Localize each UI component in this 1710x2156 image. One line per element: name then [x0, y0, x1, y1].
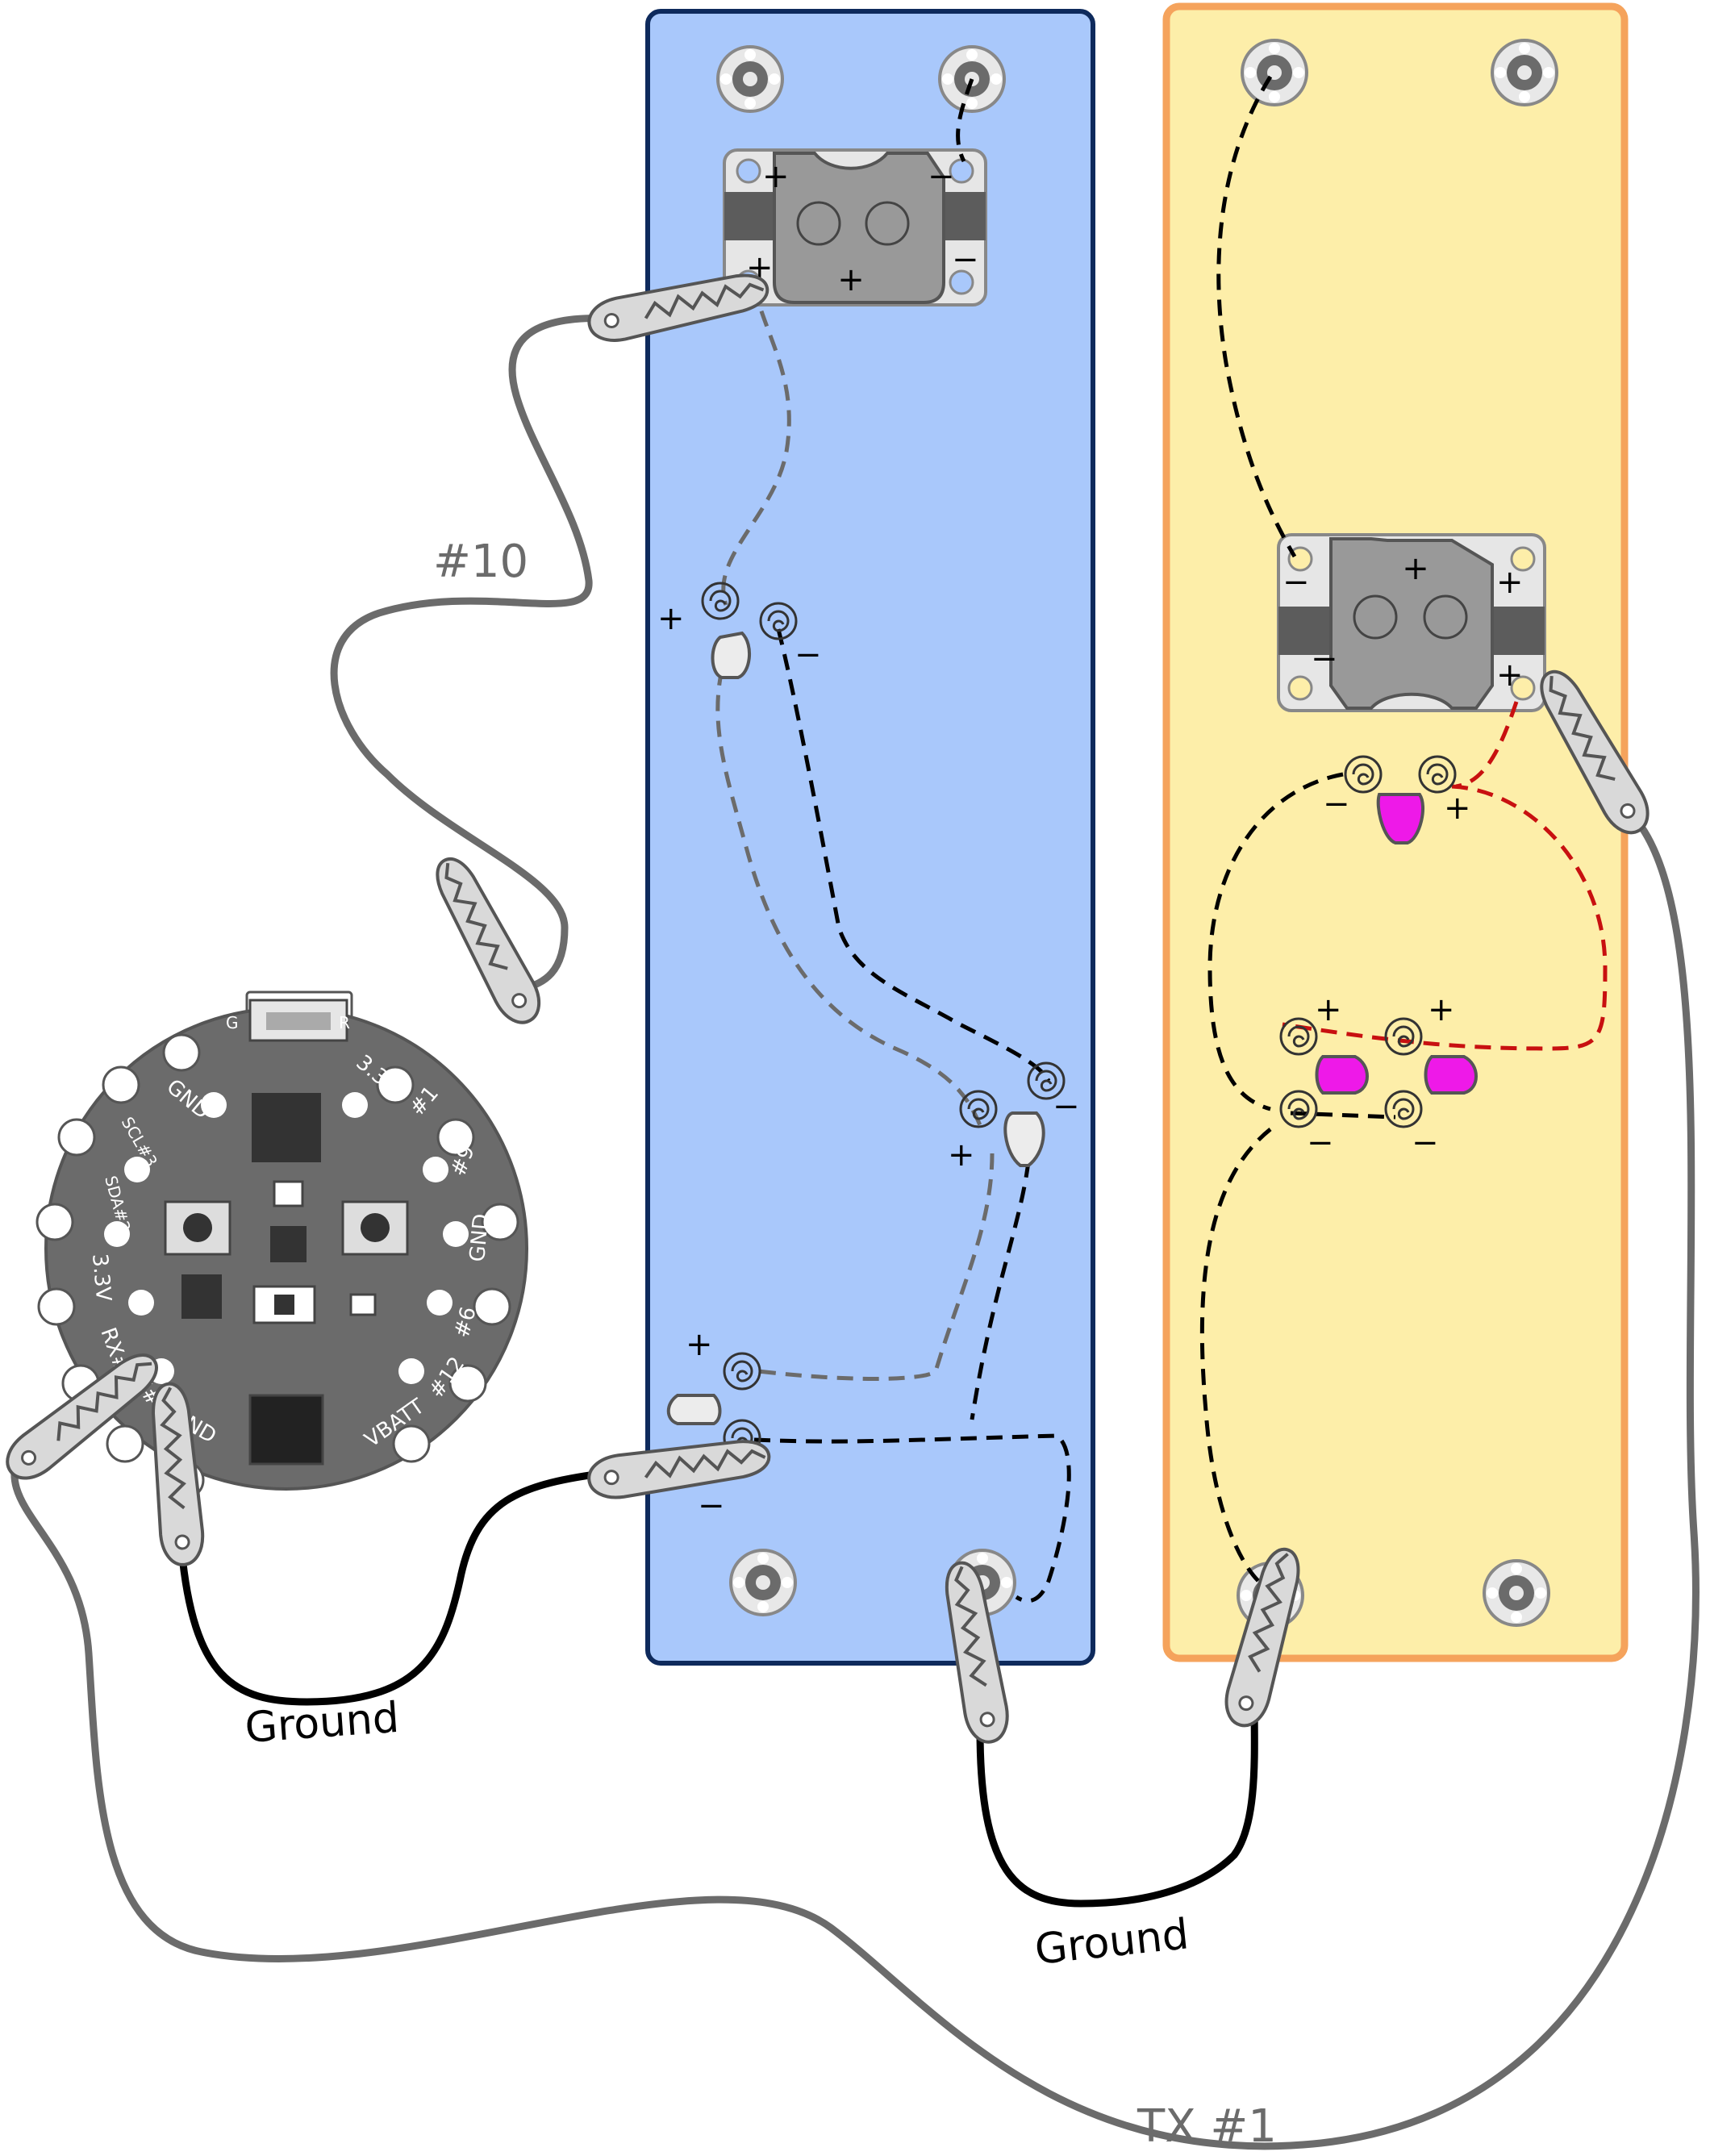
circuit-playground-board: G R — [35, 990, 528, 1499]
snap-icon — [729, 1549, 797, 1616]
snap-icon — [716, 45, 784, 113]
led-blue-bottom: + − — [666, 1326, 761, 1524]
battery-minus-label: − — [928, 158, 955, 195]
wire-label-pin10: #10 — [433, 536, 528, 588]
battery-holder-blue: + + − − + — [723, 148, 987, 307]
led-minus-label: − — [1053, 1088, 1080, 1125]
battery-plus-label: + — [1496, 657, 1524, 694]
led-pink-top: − + — [1323, 755, 1471, 844]
battery-plus-label: + — [837, 261, 865, 298]
led-minus-label: − — [698, 1487, 725, 1524]
wire-tx1 — [10, 799, 1700, 2150]
led-minus-label: − — [1412, 1124, 1439, 1161]
led-minus-label: − — [1307, 1124, 1334, 1161]
snap-icon — [1241, 39, 1308, 106]
led-plus-label: + — [657, 600, 685, 637]
pin-gnd-right-label: GND — [465, 1213, 494, 1263]
led-plus-label: + — [1444, 790, 1471, 827]
snap-icon — [1483, 1559, 1550, 1627]
wire-label-ground-left: Ground — [244, 1694, 401, 1753]
led-blue-top: + − — [657, 582, 822, 679]
blue-panel — [645, 9, 1095, 1666]
wire-ground-left — [177, 1468, 614, 1706]
led-plus-label: + — [686, 1326, 713, 1363]
battery-minus-label: − — [1282, 564, 1310, 601]
pin-r-label: R — [339, 1013, 350, 1032]
snap-icon — [1491, 39, 1558, 106]
led-plus-label: + — [948, 1136, 975, 1174]
wire-label-tx1: TX #1 — [1137, 2100, 1277, 2153]
wire-pin10 — [330, 314, 614, 996]
battery-minus-label: − — [1311, 640, 1338, 678]
wire-ground-bottom — [976, 1701, 1258, 1908]
battery-minus-label: − — [952, 241, 979, 278]
led-plus-label: + — [1428, 991, 1455, 1028]
led-minus-label: − — [795, 636, 822, 673]
led-blue-mid: + − — [948, 1061, 1080, 1174]
pin-3v3-left-label: 3.3V — [87, 1253, 115, 1303]
pin-g-label: G — [226, 1013, 239, 1032]
battery-plus-label: + — [762, 158, 790, 195]
battery-holder-yellow: + − + − + — [1277, 533, 1546, 712]
led-minus-label: − — [1323, 786, 1350, 823]
battery-plus-label: + — [1496, 564, 1524, 601]
led-plus-label: + — [1315, 991, 1342, 1028]
battery-plus-label: + — [1402, 550, 1429, 587]
led-pink-right: + − — [1384, 991, 1478, 1161]
led-pink-left: + − — [1279, 991, 1369, 1161]
wire-label-ground-bottom: Ground — [1032, 1910, 1191, 1975]
